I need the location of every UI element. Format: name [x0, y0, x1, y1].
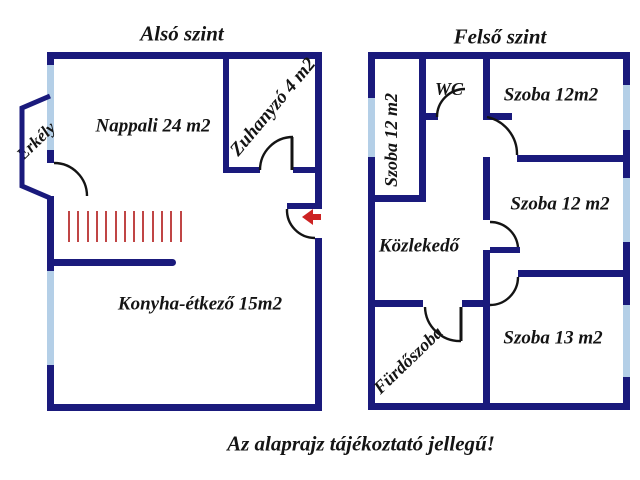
wall-upper-left-2: [368, 157, 375, 410]
wall-lower-left-2: [47, 150, 54, 163]
wall-kozlekedo-right-1: [483, 157, 490, 220]
room-label-szoba-mid-right: Szoba 12 m2: [510, 193, 610, 215]
door-leaf-szoba-mid: [490, 247, 520, 253]
window-konyha: [47, 271, 54, 365]
door-arc-szoba-top-right: [486, 115, 519, 156]
wall-lower-right-2: [315, 238, 322, 411]
door-arc-zuhanyzo: [258, 135, 294, 171]
wall-furdoszoba-top-a: [368, 300, 423, 307]
room-label-nappali: Nappali 24 m2: [95, 115, 211, 137]
stair-line: [133, 211, 136, 242]
stair-line: [86, 211, 89, 242]
window-szoba-mid-right: [623, 178, 630, 242]
wall-lower-right-1: [315, 52, 322, 209]
door-arc-szoba-bottom-right: [489, 276, 520, 307]
wall-wc-bottom: [419, 113, 438, 120]
stair-line: [105, 211, 108, 242]
wall-lower-top: [47, 52, 322, 59]
stair-line: [151, 211, 154, 242]
room-label-wc: WC: [434, 79, 464, 99]
door-arc-wc: [435, 87, 466, 118]
wall-kozlekedo-right-2: [483, 250, 490, 403]
stair-line: [142, 211, 145, 242]
wall-upper-right-1: [623, 52, 630, 85]
wall-szoba-13-top: [518, 270, 630, 277]
window-nappali: [47, 65, 54, 150]
balcony-outline: [19, 93, 51, 201]
stairs-hatching: [68, 211, 184, 242]
wall-upper-top: [368, 52, 630, 59]
stair-line: [161, 211, 163, 242]
lower-floor-title: Alsó szint: [140, 21, 224, 46]
wall-konyha-partition: [47, 259, 176, 266]
room-label-konyha: Konyha-étkező 15m2: [117, 293, 283, 315]
wall-lower-left-1: [47, 52, 54, 65]
stair-line: [95, 211, 98, 242]
room-label-kozlekedo: Közlekedő: [378, 235, 460, 257]
door-arc-szoba-mid-right: [489, 220, 520, 248]
entrance-arrow-icon: [302, 209, 321, 225]
stair-line: [77, 211, 80, 242]
stair-line: [123, 211, 126, 242]
wall-zuhanyzo-bottom-a: [223, 167, 260, 173]
stair-line: [68, 211, 70, 242]
wall-wc-right: [483, 52, 490, 120]
room-label-szoba-top-right: Szoba 12m2: [503, 84, 599, 106]
window-szoba-bottom-right: [623, 305, 630, 377]
room-label-szoba-bottom-right: Szoba 13 m2: [503, 327, 603, 349]
wall-furdoszoba-top-b: [462, 300, 483, 307]
wall-szoba-top-right-bottom: [517, 155, 630, 162]
stair-line: [170, 211, 173, 242]
door-arc-furdoszoba: [423, 306, 462, 343]
door-arc-balcony: [53, 161, 89, 197]
wall-szoba-left-bottom: [368, 195, 426, 202]
wall-zuhanyzo-left: [223, 52, 229, 173]
stair-line: [179, 211, 182, 242]
wall-szoba-left-right: [419, 52, 426, 202]
wall-upper-right-2: [623, 130, 630, 178]
disclaimer-note: Az alaprajz tájékoztató jellegű!: [227, 431, 495, 456]
wall-upper-left-1: [368, 52, 375, 98]
wall-entrance-stub: [287, 203, 322, 209]
wall-upper-bottom: [368, 403, 630, 410]
window-szoba-left: [368, 98, 375, 157]
wall-lower-left-4: [47, 365, 54, 411]
wall-upper-right-4: [623, 377, 630, 410]
wall-door-stub-top: [483, 113, 512, 120]
wall-lower-left-3: [47, 196, 54, 271]
window-szoba-top-right: [623, 85, 630, 130]
upper-floor-title: Felső szint: [453, 24, 547, 49]
wall-zuhanyzo-bottom-b: [293, 167, 322, 173]
stair-line: [114, 211, 117, 242]
wall-lower-bottom: [47, 404, 322, 411]
door-arc-entrance: [285, 208, 316, 240]
